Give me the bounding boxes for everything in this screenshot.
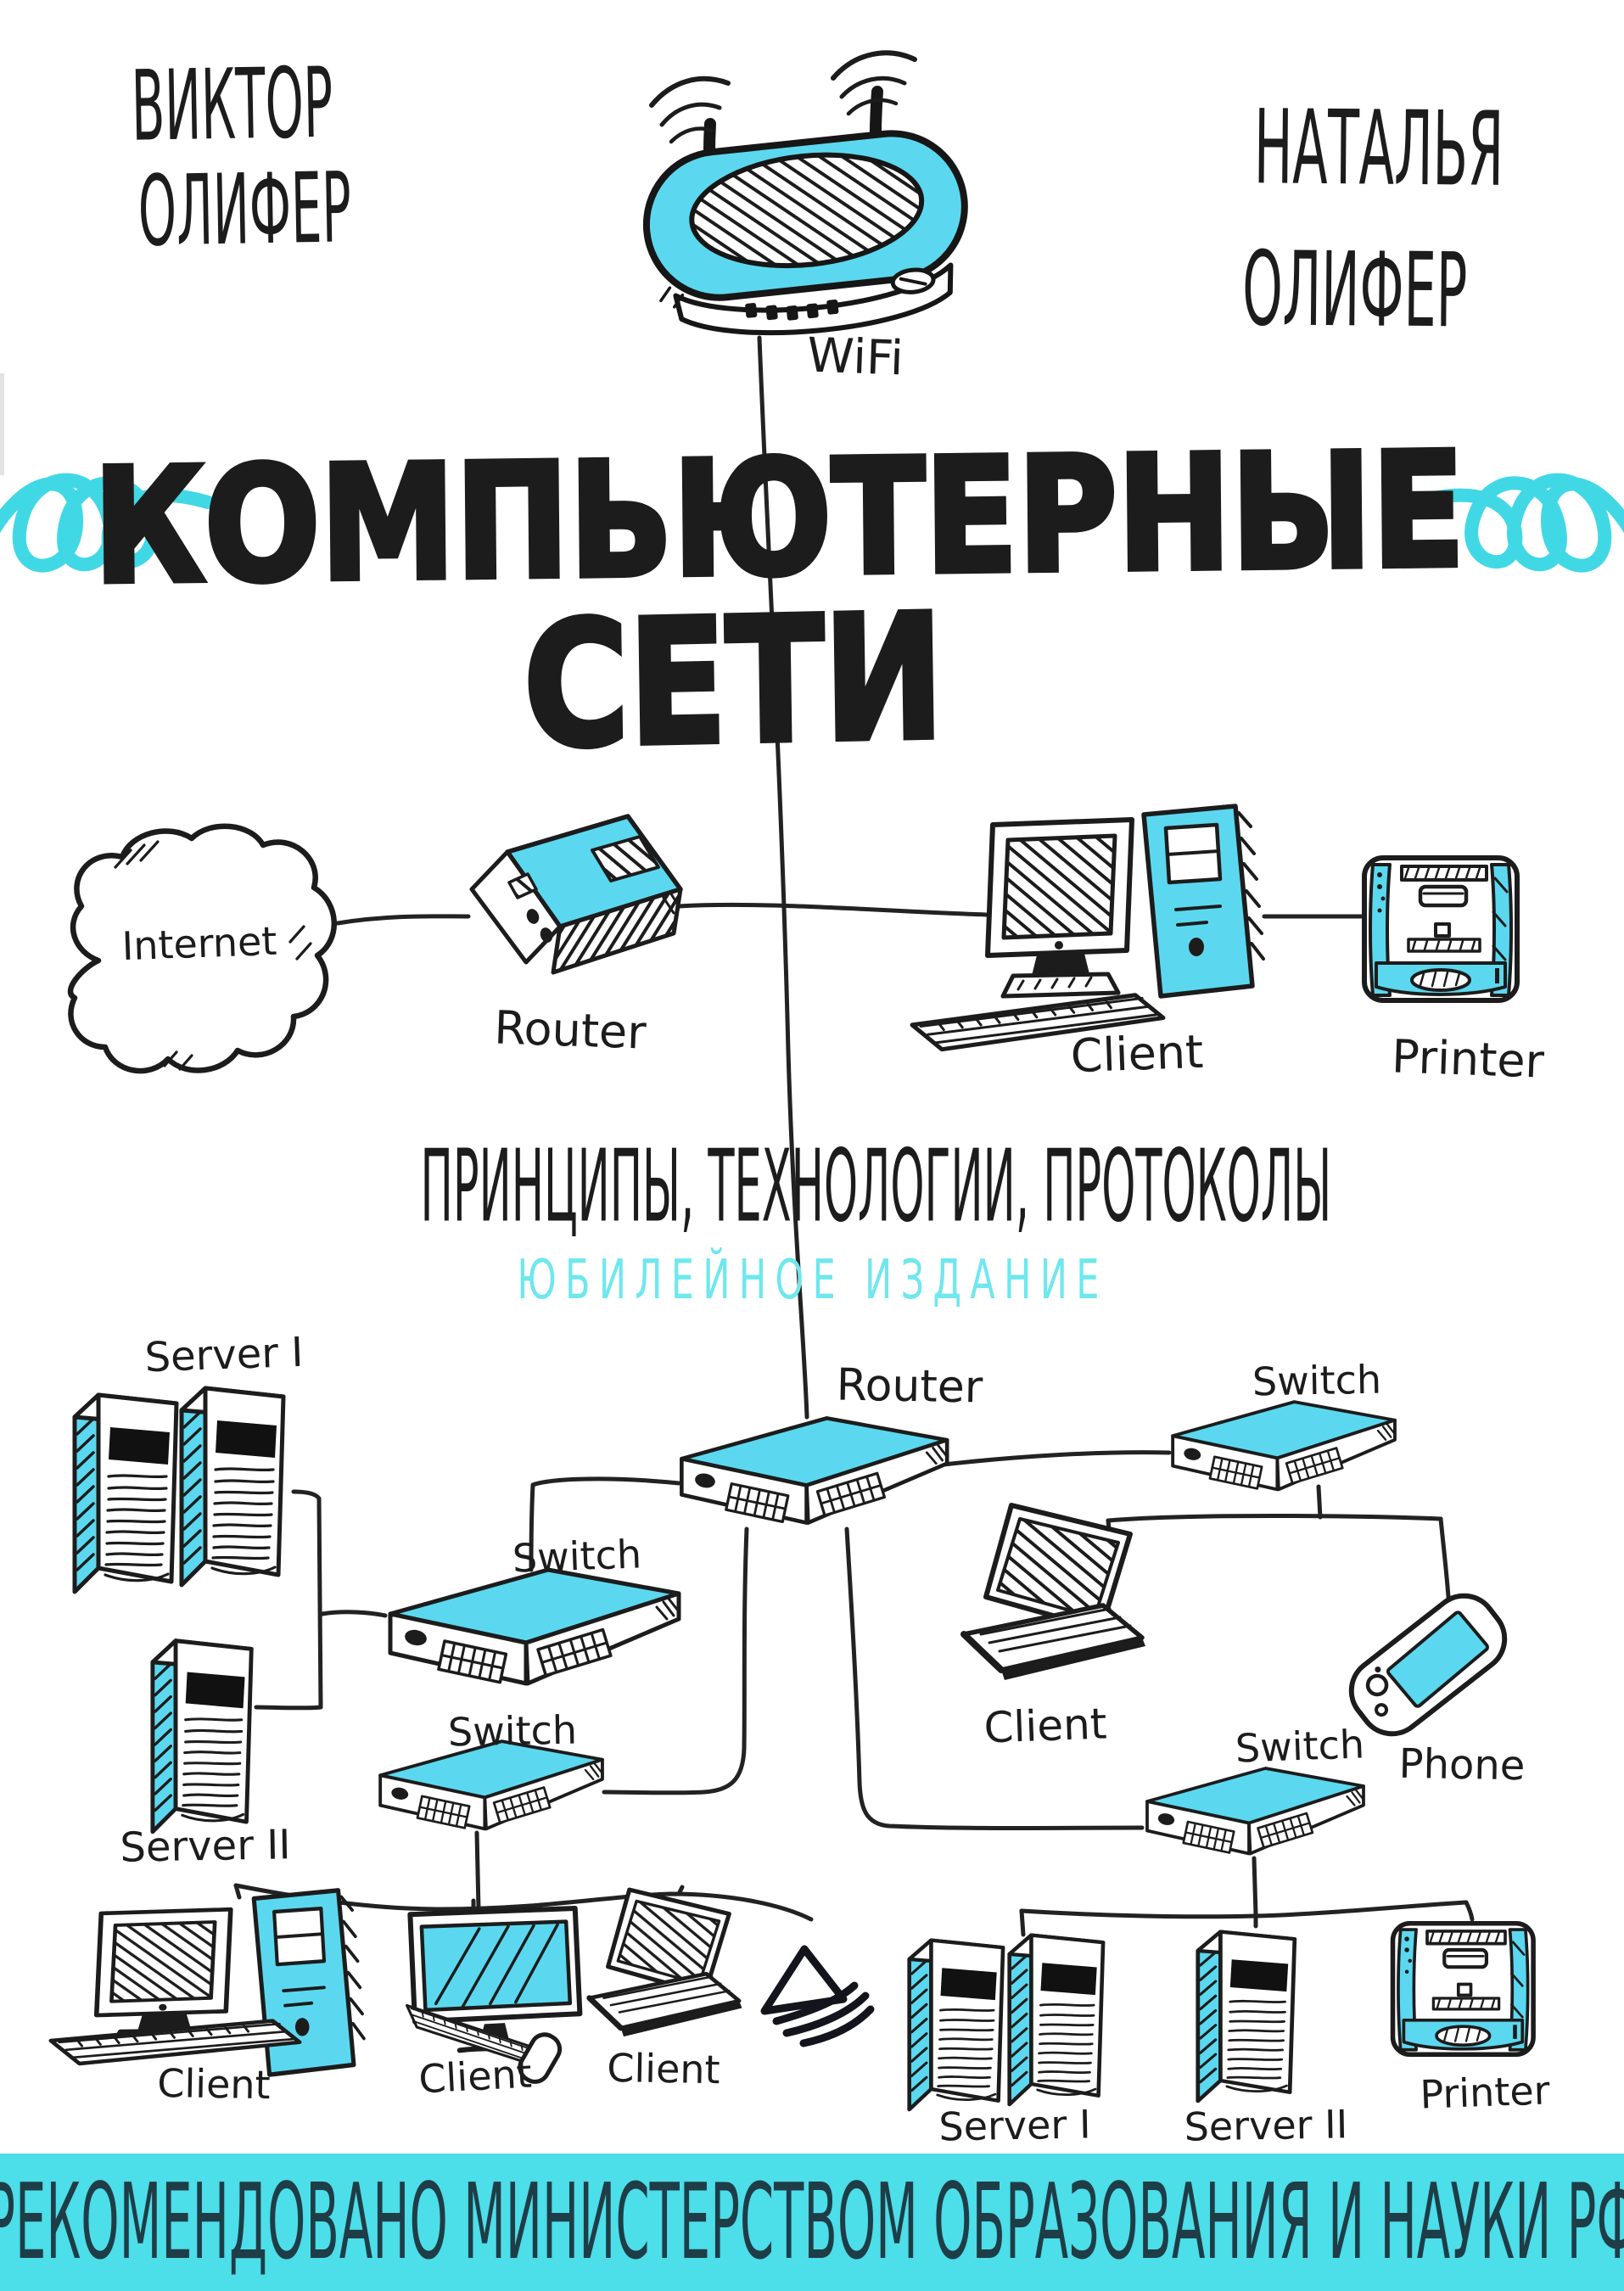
doodle-squiggle-left	[0, 473, 215, 573]
laptop-icon	[964, 1505, 1145, 1680]
switch-icon	[1171, 1400, 1397, 1492]
server-tower-icon	[153, 1641, 251, 1832]
client-desktop-icon	[988, 820, 1132, 996]
doodle-squiggle-right	[1409, 473, 1624, 573]
server-tower-icon	[910, 1941, 1003, 2110]
server-tower-icon	[1010, 1935, 1103, 2105]
publisher-logo-icon	[760, 1945, 875, 2047]
label-server2-left: Server II	[120, 1821, 291, 1872]
server-tower-icon	[1198, 1932, 1295, 2102]
wifi-signal-icon	[649, 50, 917, 144]
label-wifi: WiFi	[806, 328, 904, 387]
label-router-mid: Router	[493, 1000, 647, 1060]
label-switch-b: Switch	[447, 1706, 578, 1756]
author-right: Наталья Олифер	[1146, 76, 1505, 363]
switch-icon	[1145, 1767, 1365, 1856]
label-printer-mid: Printer	[1391, 1029, 1545, 1089]
server-tower-icon	[182, 1388, 283, 1585]
label-switch-c: Switch	[1235, 1721, 1365, 1772]
label-client1: Client	[156, 2059, 272, 2109]
book-title-line2-text: сети	[520, 575, 949, 789]
switch-icon	[390, 1570, 679, 1683]
book-title-line2: сети	[0, 575, 1468, 789]
switch-icon	[378, 1739, 604, 1831]
laptop-icon	[590, 1890, 742, 2036]
edition-note-text: Юбилейное издание	[516, 1247, 1108, 1312]
author-left-first-name: Виктор	[130, 46, 334, 163]
label-client-laptop: Client	[983, 1699, 1108, 1753]
label-printer-bottom: Printer	[1419, 2067, 1551, 2118]
book-subtitle-text: Принципы, технологии, протоколы	[420, 1129, 1332, 1246]
bottom-banner-text: Рекомендовано Министерством образования …	[0, 2161, 1624, 2283]
server-tower-icon	[75, 1395, 176, 1592]
label-server1-top: Server I	[143, 1328, 305, 1382]
label-router-main: Router	[836, 1359, 983, 1414]
book-title-line1: Компьютерные	[0, 416, 1468, 621]
client-tower-icon	[254, 1890, 364, 2075]
phone-icon	[1338, 1582, 1517, 1746]
label-internet: Internet	[120, 917, 278, 970]
label-switch-d: Switch	[1252, 1356, 1382, 1405]
internet-cloud-icon	[67, 823, 338, 1074]
printer-icon	[1393, 1924, 1534, 2055]
author-right-first-name: Наталья	[1253, 88, 1504, 210]
mouse-icon	[518, 2032, 563, 2084]
page-edge-artifact	[0, 373, 4, 475]
author-right-last-name: Олифер	[1241, 229, 1468, 351]
label-server2-bottom: Server II	[1184, 2101, 1348, 2150]
label-client3: Client	[606, 2044, 721, 2093]
label-client2: Client	[417, 2050, 533, 2103]
author-left-last-name: Олифер	[137, 151, 352, 268]
router-icon	[469, 814, 683, 975]
book-subtitle: Принципы, технологии, протоколы	[0, 1129, 1624, 1246]
author-left: Виктор Олифер	[45, 46, 405, 268]
client-tower-icon	[1144, 806, 1263, 996]
wifi-router-icon	[642, 50, 968, 336]
label-switch-a: Switch	[512, 1531, 642, 1582]
label-server1-bottom: Server I	[938, 2101, 1091, 2150]
label-phone: Phone	[1398, 1739, 1526, 1790]
router-icon	[681, 1418, 947, 1522]
label-client-mid: Client	[1069, 1024, 1205, 1084]
edition-note: Юбилейное издание	[0, 1248, 1624, 1312]
printer-icon	[1364, 858, 1517, 1000]
bottom-banner: Рекомендовано Министерством образования …	[0, 2154, 1624, 2291]
